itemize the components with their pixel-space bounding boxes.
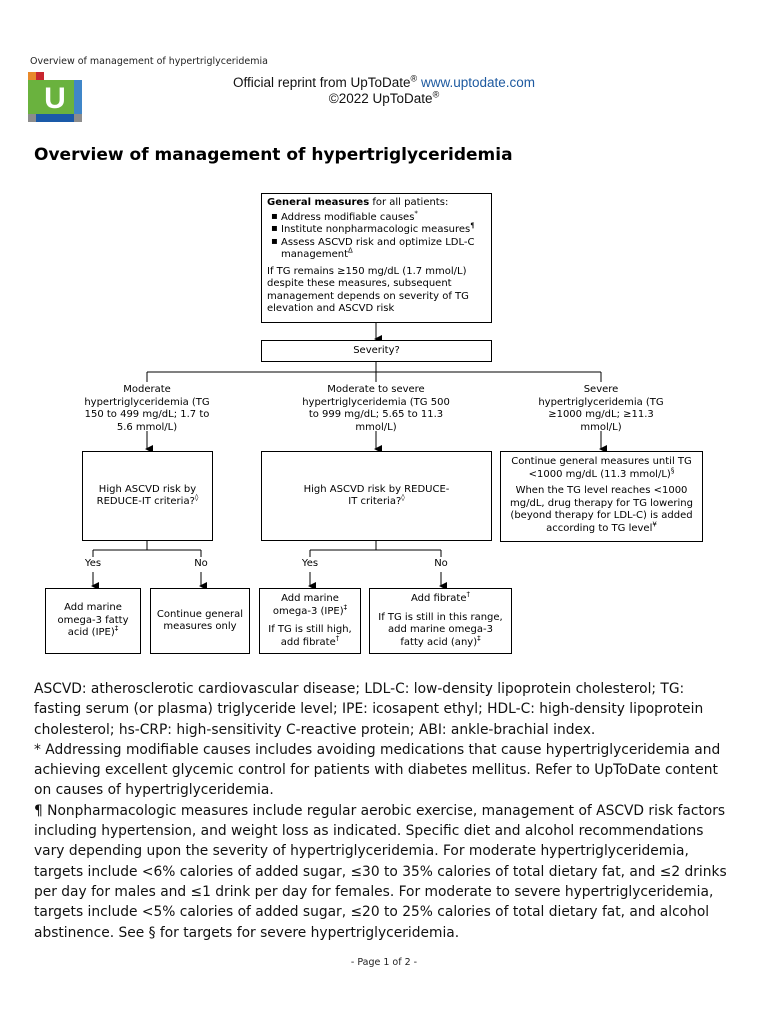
outcome-continue-general: Continue general measures only — [150, 588, 250, 654]
copyright: ©2022 UpToDate — [328, 91, 433, 106]
general-note: If TG remains ≥150 mg/dL (1.7 mmol/L) de… — [267, 265, 469, 315]
branch-severe: Severe hypertriglyceridemia (TG ≥1000 mg… — [538, 384, 664, 433]
flowchart-connectors — [91, 323, 607, 590]
footnote-modifiable-causes: * Addressing modifiable causes includes … — [34, 741, 721, 799]
bullet-modifiable-causes: Address modifiable causes* — [271, 210, 486, 225]
general-measures-box: General measures for all patients: Addre… — [261, 193, 492, 323]
general-heading-rest: for all patients: — [369, 197, 449, 208]
reprint-notice: Official reprint from UpToDate® www.upto… — [0, 73, 768, 107]
bullet-nonpharmacologic: Institute nonpharmacologic measures¶ — [271, 222, 486, 237]
risk-box-left: High ASCVD risk by REDUCE-IT criteria?◊ — [82, 451, 213, 541]
severity-box: Severity? — [261, 340, 492, 362]
branch-moderate-severe: Moderate to severe hypertriglyceridemia … — [302, 384, 450, 433]
outcome-fibrate-then-omega3: Add fibrate† If TG is still in this rang… — [369, 588, 512, 654]
uptodate-logo: U — [28, 72, 82, 122]
outcome-ipe-then-fibrate: Add marine omega-3 (IPE)‡ If TG is still… — [259, 588, 361, 654]
bullet-ascvd-risk: Assess ASCVD risk and optimize LDL-C man… — [271, 236, 486, 262]
running-title: Overview of management of hypertriglycer… — [30, 56, 268, 67]
yes-label-mid: Yes — [301, 558, 319, 569]
no-label-mid: No — [434, 558, 448, 569]
reprint-reg: ® — [410, 73, 418, 84]
footnote-abbreviations: ASCVD: atherosclerotic cardiovascular di… — [34, 681, 704, 738]
footnote-nonpharmacologic: ¶ Nonpharmacologic measures include regu… — [34, 802, 727, 941]
logo-letter: U — [44, 82, 66, 115]
general-heading-bold: General measures — [267, 197, 370, 208]
yes-label-left: Yes — [84, 558, 102, 569]
page-number: - Page 1 of 2 - — [350, 957, 418, 968]
footnotes: ASCVD: atherosclerotic cardiovascular di… — [34, 679, 734, 943]
branch-moderate: Moderate hypertriglyceridemia (TG 150 to… — [84, 384, 210, 433]
outcome-add-ipe: Add marine omega-3 fatty acid (IPE)‡ — [45, 588, 141, 654]
risk-box-mid: High ASCVD risk by REDUCE-IT criteria?◊ — [261, 451, 492, 541]
reprint-line: Official reprint from UpToDate — [232, 75, 411, 90]
uptodate-link[interactable]: www.uptodate.com — [420, 75, 536, 90]
general-bullets: Address modifiable causes* Institute non… — [267, 210, 486, 262]
page-title: Overview of management of hypertriglycer… — [34, 145, 513, 165]
severe-box: Continue general measures until TG <1000… — [500, 451, 703, 542]
copyright-reg: ® — [432, 89, 440, 100]
no-label-left: No — [194, 558, 208, 569]
